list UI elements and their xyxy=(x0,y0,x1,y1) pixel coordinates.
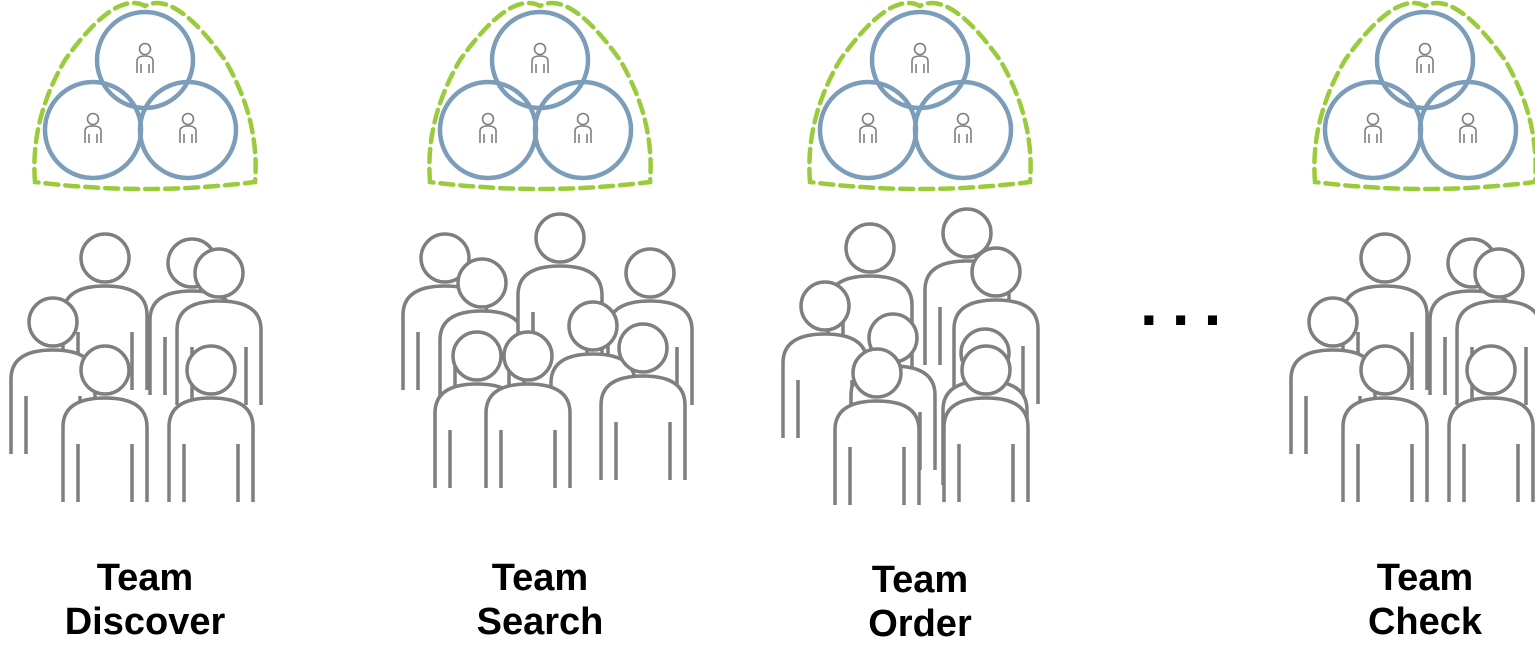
team-crowd xyxy=(401,212,694,490)
team-member-circle xyxy=(489,9,591,111)
person-icon xyxy=(136,42,154,74)
team-member-circle xyxy=(532,79,634,181)
person-icon xyxy=(531,42,549,74)
team-boundary-dashed xyxy=(32,0,258,192)
team-label-search: Team Search xyxy=(430,556,650,644)
person-icon xyxy=(179,112,197,144)
team-boundary-dashed xyxy=(807,0,1033,192)
team-member-circle xyxy=(912,79,1014,181)
team-member-circle xyxy=(437,79,539,181)
team-label-line1: Team xyxy=(96,557,194,599)
team-member-circle xyxy=(1374,9,1476,111)
person-icon xyxy=(1459,112,1477,144)
team-group-check xyxy=(1289,0,1535,504)
team-boundary-dashed xyxy=(427,0,653,192)
team-member-circle xyxy=(1417,79,1519,181)
team-label-discover: Team Discover xyxy=(35,556,255,644)
team-member-circle xyxy=(1322,79,1424,181)
team-label-line2: Search xyxy=(476,601,604,643)
team-member-circle xyxy=(94,9,196,111)
team-label-line1: Team xyxy=(1376,557,1474,599)
team-label-check: Team Check xyxy=(1315,556,1535,644)
team-label-line1: Team xyxy=(871,559,969,601)
person-icon xyxy=(1364,112,1382,144)
person-icon xyxy=(479,112,497,144)
person-icon xyxy=(1416,42,1434,74)
team-crowd xyxy=(9,232,263,504)
team-boundary-dashed xyxy=(1312,0,1535,192)
team-label-line2: Discover xyxy=(64,601,226,643)
team-member-circle xyxy=(137,79,239,181)
team-group-order xyxy=(781,0,1040,507)
team-member-circle xyxy=(869,9,971,111)
more-teams-ellipsis: ... xyxy=(1140,267,1236,339)
team-label-line2: Check xyxy=(1367,601,1483,643)
person-icon xyxy=(911,42,929,74)
team-label-line1: Team xyxy=(491,557,589,599)
person-icon xyxy=(574,112,592,144)
team-member-circle xyxy=(42,79,144,181)
person-icon xyxy=(859,112,877,144)
team-label-line2: Order xyxy=(868,603,972,645)
team-label-order: Team Order xyxy=(810,558,1030,646)
person-icon xyxy=(84,112,102,144)
team-crowd xyxy=(781,207,1040,507)
team-group-discover xyxy=(9,0,263,504)
team-group-search xyxy=(401,0,694,490)
team-member-circle xyxy=(817,79,919,181)
team-crowd xyxy=(1289,232,1535,504)
person-icon xyxy=(954,112,972,144)
